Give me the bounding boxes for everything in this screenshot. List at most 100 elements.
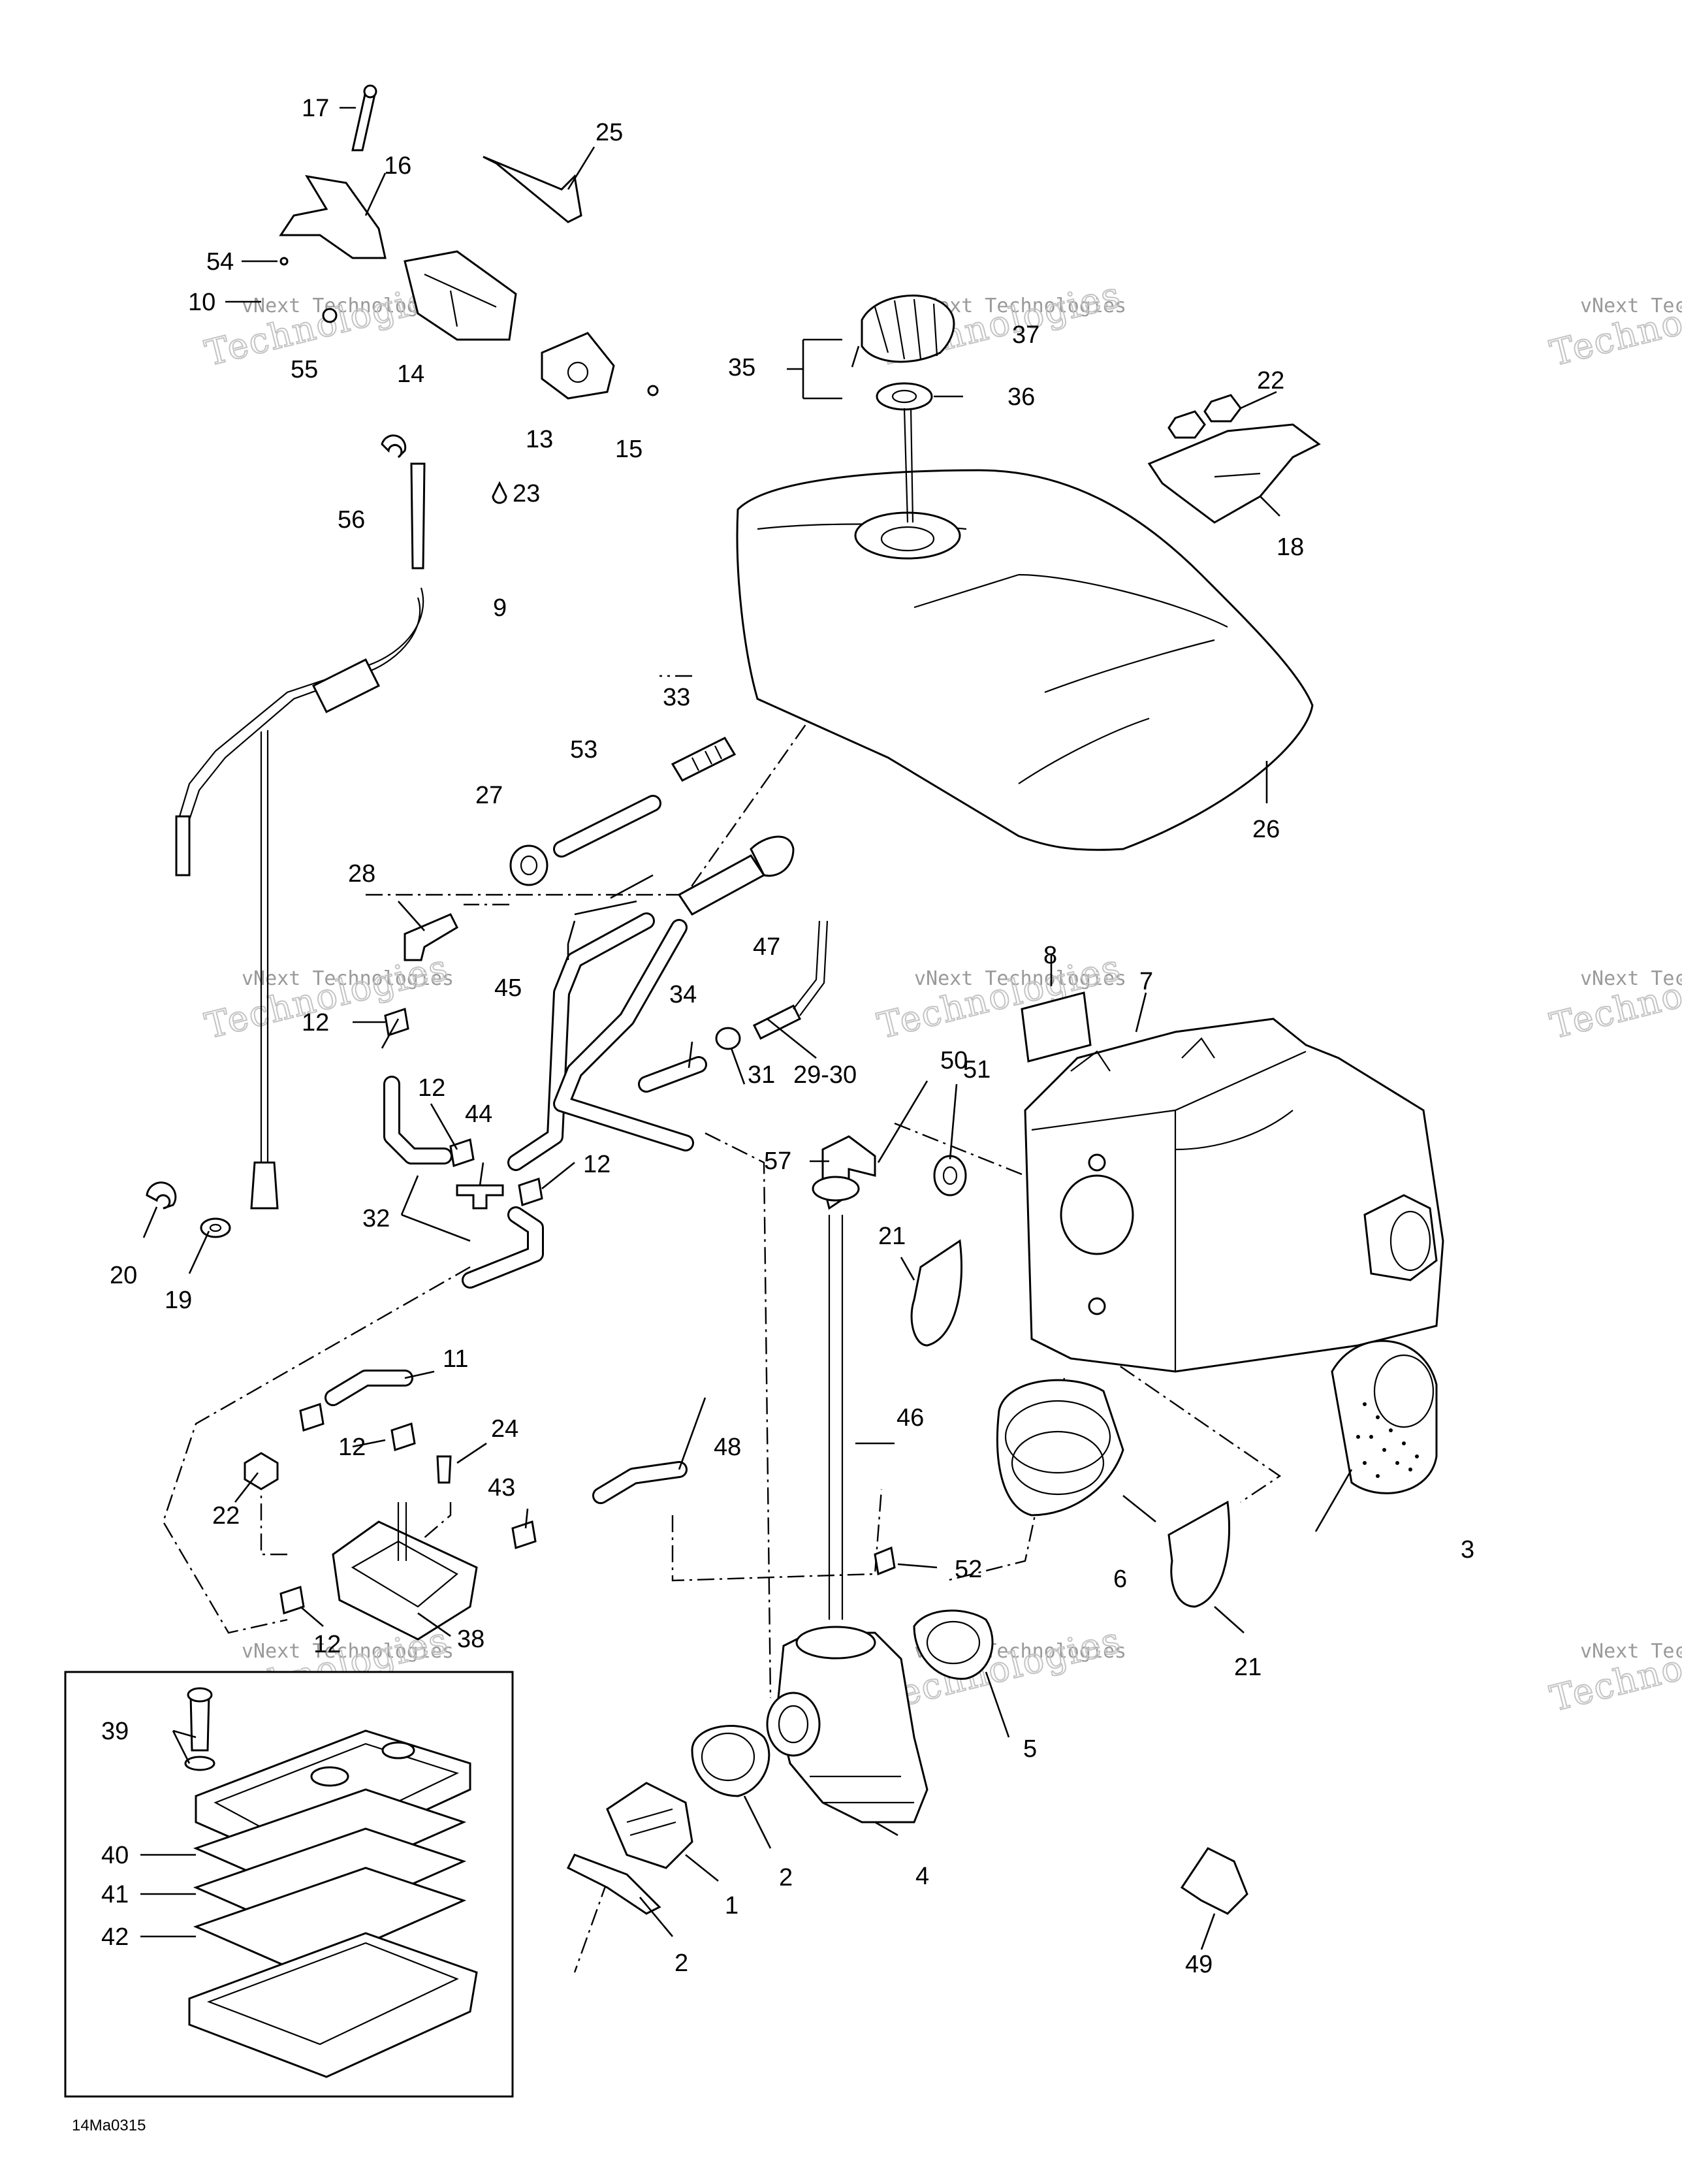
part-7-side-duct bbox=[1363, 1194, 1438, 1281]
callout-18: 18 bbox=[1277, 534, 1304, 561]
callout-7: 7 bbox=[1139, 968, 1153, 995]
assembly-line bbox=[705, 1132, 772, 1699]
part-15-screw bbox=[647, 385, 659, 396]
part-37-cap-knurl bbox=[874, 298, 938, 360]
callout-12: 12 bbox=[583, 1151, 611, 1178]
callout-4: 4 bbox=[915, 1863, 929, 1890]
callout-11: 11 bbox=[443, 1345, 468, 1373]
part-56-clip bbox=[381, 434, 407, 458]
part-28-elbow bbox=[404, 913, 458, 961]
part-45-hose-inner bbox=[555, 921, 692, 1149]
part-9-cable-plunger bbox=[410, 462, 426, 570]
callout-31: 31 bbox=[748, 1061, 775, 1089]
callout-48: 48 bbox=[714, 1434, 741, 1461]
part-9-cable bbox=[188, 597, 421, 820]
fuel-pump-detail-inset bbox=[64, 1671, 514, 2098]
watermark-text: vNext Technologies bbox=[242, 967, 454, 990]
assembly-line bbox=[573, 1880, 609, 1973]
part-2-strap bbox=[566, 1854, 661, 1915]
callout-22: 22 bbox=[1257, 367, 1284, 394]
part-7-port bbox=[1060, 1174, 1134, 1255]
part-9-connector bbox=[250, 1161, 279, 1210]
callout-46: 46 bbox=[897, 1404, 924, 1432]
part-7-side-duct-mouth bbox=[1389, 1210, 1431, 1272]
callout-35: 35 bbox=[728, 354, 755, 381]
pump-cover-nipple bbox=[310, 1766, 349, 1787]
part-7-hole bbox=[1088, 1153, 1106, 1172]
part-39-screw-head bbox=[187, 1687, 213, 1703]
callout-16: 16 bbox=[384, 152, 411, 180]
callout-leaders bbox=[140, 106, 1353, 1950]
part-8-label bbox=[1021, 991, 1092, 1063]
part-32-hose-inner bbox=[385, 1078, 451, 1163]
callout-25: 25 bbox=[595, 119, 623, 146]
part-53-hose-inner bbox=[555, 797, 659, 856]
callout-labels: 17 16 25 54 10 55 14 13 15 56 23 9 35 37… bbox=[72, 95, 1474, 2134]
callout-55: 55 bbox=[291, 356, 318, 383]
part-31-grommet bbox=[715, 1027, 741, 1050]
part-2-clamp bbox=[691, 1725, 770, 1797]
callout-50: 50 bbox=[940, 1047, 968, 1074]
part-17-bolt bbox=[351, 90, 377, 152]
part-16-bracket bbox=[279, 174, 387, 259]
part-29-30-line bbox=[793, 920, 829, 1016]
callout-14: 14 bbox=[397, 361, 424, 388]
part-22-nut bbox=[1203, 394, 1242, 423]
part-1-flange-ridges bbox=[626, 1808, 676, 1837]
part-37-fuel-cap bbox=[861, 295, 955, 363]
part-38-pump-detail bbox=[351, 1540, 458, 1608]
part-5-clamp bbox=[913, 1609, 994, 1680]
part-33-valve bbox=[671, 737, 737, 782]
fuel-lines-and-fittings bbox=[244, 737, 829, 1641]
part-42-gasket bbox=[193, 1867, 467, 1974]
part-4-carb-bore-inner bbox=[778, 1705, 809, 1744]
watermark-text: Technologies bbox=[1546, 946, 1682, 1046]
part-12-clamp bbox=[279, 1586, 305, 1614]
part-57-clamp bbox=[812, 1176, 860, 1202]
part-12-clamp bbox=[449, 1138, 475, 1167]
part-14-housing bbox=[404, 250, 517, 341]
callout-56: 56 bbox=[338, 506, 365, 534]
part-47-primer-knob bbox=[750, 835, 795, 877]
part-39-washer bbox=[184, 1756, 215, 1771]
part-54-pin bbox=[279, 257, 289, 266]
part-44-tee bbox=[456, 1184, 504, 1210]
callout-57: 57 bbox=[764, 1148, 791, 1175]
part-32-hose-inner bbox=[464, 1208, 542, 1287]
callout-10: 10 bbox=[188, 289, 215, 316]
part-20-clip bbox=[146, 1181, 177, 1210]
part-43-clamp bbox=[511, 1520, 537, 1549]
callout-12: 12 bbox=[338, 1434, 366, 1461]
part-23-drop bbox=[492, 481, 507, 504]
part-25-clip bbox=[483, 155, 582, 223]
callout-23: 23 bbox=[513, 480, 540, 507]
watermark-text: Technologies bbox=[1546, 1619, 1682, 1719]
callout-21: 21 bbox=[1234, 1654, 1262, 1681]
callout-42: 42 bbox=[101, 1923, 129, 1951]
part-7-silencer-edges bbox=[1031, 1050, 1307, 1372]
pump-cover-nipple bbox=[381, 1741, 415, 1759]
part-11-hose-inner bbox=[326, 1372, 411, 1404]
callout-54: 54 bbox=[206, 248, 234, 276]
watermark-text: Technologies bbox=[1546, 274, 1682, 374]
callout-28: 28 bbox=[348, 860, 375, 888]
part-1-flange bbox=[606, 1782, 693, 1869]
part-39-screw bbox=[189, 1694, 210, 1752]
callout-34: 34 bbox=[669, 981, 697, 1008]
part-51-grommet-hole bbox=[942, 1166, 958, 1185]
part-9-terminal bbox=[175, 815, 191, 876]
choke-switch-assembly bbox=[146, 84, 659, 1238]
watermark-text: vNext Technologies bbox=[1580, 1640, 1682, 1663]
part-6-boot-rim bbox=[1011, 1430, 1105, 1496]
part-4-carb-bore bbox=[766, 1692, 821, 1757]
callout-45: 45 bbox=[494, 974, 522, 1002]
callout-26: 26 bbox=[1252, 816, 1280, 843]
part-18-slot bbox=[1214, 472, 1261, 478]
callout-13: 13 bbox=[526, 426, 553, 453]
pump-base bbox=[188, 1932, 478, 2078]
part-36-gauge-rod bbox=[903, 408, 914, 523]
callout-27: 27 bbox=[475, 782, 503, 809]
callout-12: 12 bbox=[313, 1631, 341, 1658]
callout-29-30: 29-30 bbox=[793, 1061, 857, 1089]
